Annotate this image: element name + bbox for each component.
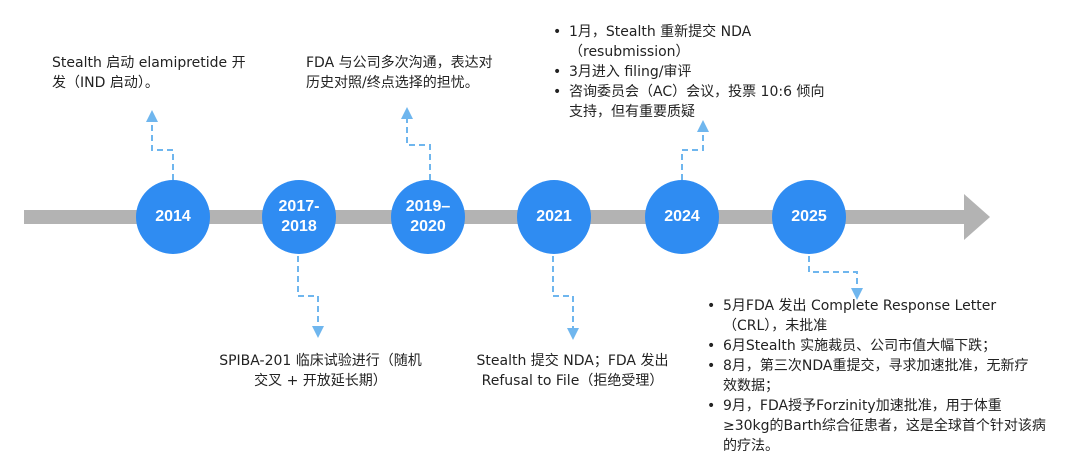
year-label-2021: 2021 — [536, 208, 572, 225]
timeline-arrowhead — [964, 194, 990, 240]
connector-2019-2020-arrowhead — [401, 107, 413, 119]
connector-2017-2018 — [297, 256, 319, 330]
year-label-2025: 2025 — [791, 208, 827, 225]
year-node-2025: 2025 — [772, 180, 846, 254]
timeline-axis — [24, 210, 969, 224]
connector-2017-2018-arrowhead — [312, 326, 324, 338]
connector-2021-arrowhead — [567, 328, 579, 340]
note-2025: 5月FDA 发出 Complete Response Letter （CRL），… — [701, 296, 1071, 456]
connector-2025 — [808, 256, 858, 290]
note-2025-item: 6月Stealth 实施裁员、公司市值大幅下跌； — [701, 336, 1071, 356]
note-2024-item: 3月进入 filing/审评 — [547, 62, 867, 82]
year-label-2024: 2024 — [664, 208, 700, 225]
connector-2014-arrowhead — [146, 110, 158, 122]
note-2024: 1月，Stealth 重新提交 NDA （resubmission） 3月进入 … — [547, 22, 867, 122]
note-2025-item: 9月，FDA授予Forzinity加速批准，用于体重 ≥30kg的Barth综合… — [701, 396, 1071, 456]
year-label-2014: 2014 — [155, 208, 191, 225]
connector-2019-2020 — [406, 115, 431, 180]
note-2017-2018: SPIBA-201 临床试验进行（随机 交叉 + 开放延长期） — [219, 353, 422, 389]
year-node-2021: 2021 — [517, 180, 591, 254]
note-2021: Stealth 提交 NDA；FDA 发出 Refusal to File（拒绝… — [476, 353, 669, 389]
note-2025-item: 5月FDA 发出 Complete Response Letter （CRL），… — [701, 296, 1071, 336]
year-node-2017-2018: 2017- 2018 — [262, 180, 336, 254]
connector-2024-arrowhead — [697, 120, 709, 132]
connector-2025-arrowhead — [851, 288, 863, 300]
connector-2024 — [681, 128, 704, 180]
connector-2014 — [151, 118, 174, 180]
year-node-2024: 2024 — [645, 180, 719, 254]
year-label-2017-2018: 2017- 2018 — [278, 198, 320, 235]
note-2014: Stealth 启动 elamipretide 开 发（IND 启动）。 — [52, 55, 246, 91]
note-2025-item: 8月，第三次NDA重提交，寻求加速批准，无新疗 效数据； — [701, 356, 1071, 396]
year-node-2019-2020: 2019– 2020 — [391, 180, 465, 254]
year-node-2014: 2014 — [136, 180, 210, 254]
note-2019-2020: FDA 与公司多次沟通，表达对 历史对照/终点选择的担忧。 — [306, 55, 493, 91]
note-2024-item: 1月，Stealth 重新提交 NDA （resubmission） — [547, 22, 867, 62]
year-label-2019-2020: 2019– 2020 — [405, 198, 451, 235]
note-2024-item: 咨询委员会（AC）会议，投票 10:6 倾向 支持，但有重要质疑 — [547, 82, 867, 122]
connector-2021 — [552, 256, 574, 332]
